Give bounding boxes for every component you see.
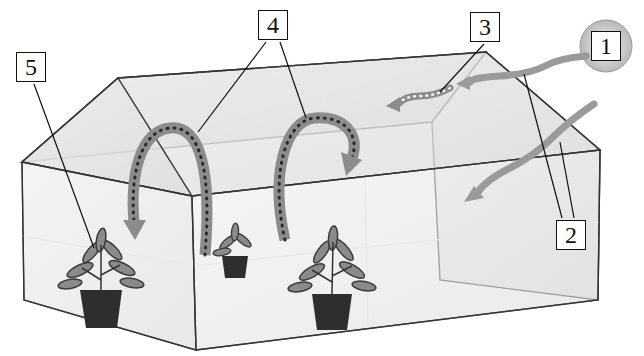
greenhouse-frame [22,64,599,329]
callout-text: 5 [25,55,37,79]
potted-plant [213,223,253,278]
callout-text: 3 [479,15,491,39]
potted-plant [57,227,144,328]
callout-number: 5 [16,52,46,82]
arrowhead [456,76,470,90]
greenhouse [22,52,600,350]
greenhouse-edges [22,52,600,350]
leader-line [34,42,574,248]
callout-text: 4 [267,13,279,37]
convection-arrow [123,128,207,255]
arrowhead [464,186,484,202]
convection-arrow [279,118,362,240]
callout-number: 3 [470,12,500,42]
callout-text: 2 [565,223,577,247]
callout-number: 2 [556,220,586,250]
sun-ray [470,56,594,192]
potted-plant [287,226,376,330]
callout-text: 1 [600,34,612,58]
sun [580,20,632,72]
callout-number: 4 [258,10,288,40]
callout-number: 1 [591,31,621,61]
